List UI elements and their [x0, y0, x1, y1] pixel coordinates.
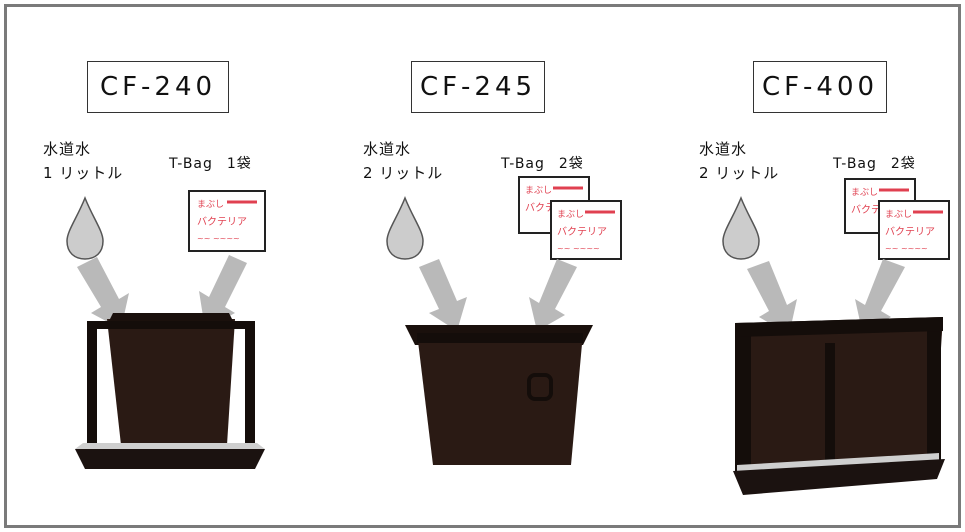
panel-cf245-illustration: まぶし バクテリア まぶし バクテリア ~~ ~~~~ [386, 176, 622, 465]
svg-text:~~ ~~~~: ~~ ~~~~ [557, 244, 600, 253]
svg-text:まぶし: まぶし [197, 199, 224, 210]
arrow-water-icon [747, 261, 797, 335]
container-cf400 [733, 317, 945, 495]
svg-text:まぶし: まぶし [525, 185, 552, 196]
arrow-tbag-icon [199, 255, 247, 329]
tbag-name: T-Bag [169, 156, 213, 172]
container-cf245 [405, 325, 593, 465]
arrow-tbag-icon [529, 259, 577, 331]
tbag-name: T-Bag [501, 156, 545, 172]
water-label: 水道水 2 リットル [699, 137, 779, 185]
tbag-icon: まぶし バクテリア ~~ ~~~~ [188, 190, 266, 252]
panel-cf240: CF-240 水道水 1 リットル T-Bag 1袋 まぶし バクテリア ~~ ~… [13, 13, 333, 521]
panel-cf400: CF-400 水道水 2 リットル T-Bag 2袋 まぶし バクテリア まぶし [647, 13, 965, 521]
tbag-icon: まぶし バクテリア ~~ ~~~~ [550, 200, 622, 260]
svg-text:バクテリア: バクテリア [557, 226, 607, 238]
container-cf240 [75, 313, 265, 469]
svg-text:まぶし: まぶし [557, 209, 584, 220]
panel-cf400-illustration: まぶし バクテリア まぶし バクテリア ~~ ~~~~ [722, 178, 950, 495]
panel-cf245: CF-245 水道水 2 リットル T-Bag 2袋 まぶし バクテリア まぶし [339, 13, 659, 521]
arrow-water-icon [77, 257, 129, 329]
svg-text:~~ ~~~~: ~~ ~~~~ [885, 244, 928, 253]
svg-text:~~ ~~~~: ~~ ~~~~ [197, 234, 240, 243]
tbag-name: T-Bag [833, 156, 877, 172]
water-volume: 2 リットル [363, 164, 444, 182]
model-label: CF-245 [411, 61, 545, 113]
tbag-label: T-Bag 2袋 [833, 153, 916, 173]
tbag-label: T-Bag 2袋 [501, 153, 584, 173]
water-text: 水道水 [43, 140, 92, 158]
water-volume: 2 リットル [699, 164, 780, 182]
water-label: 水道水 1 リットル [43, 137, 123, 185]
diagram-frame: CF-240 水道水 1 リットル T-Bag 1袋 まぶし バクテリア ~~ ~… [4, 4, 961, 528]
water-drop-icon [722, 195, 760, 260]
water-drop-icon [386, 195, 424, 260]
svg-text:まぶし: まぶし [851, 187, 878, 198]
arrow-tbag-icon [855, 259, 905, 335]
diagram-content: CF-240 水道水 1 リットル T-Bag 1袋 まぶし バクテリア ~~ ~… [13, 13, 964, 521]
tbag-label: T-Bag 1袋 [169, 153, 252, 173]
svg-text:バクテリア: バクテリア [197, 216, 247, 228]
water-volume: 1 リットル [43, 164, 124, 182]
model-label: CF-400 [753, 61, 887, 113]
tbag-count: 2袋 [890, 156, 916, 172]
water-text: 水道水 [363, 140, 412, 158]
tbag-icon: まぶし バクテリア ~~ ~~~~ [878, 200, 950, 260]
water-label: 水道水 2 リットル [363, 137, 443, 185]
svg-text:バクテリア: バクテリア [885, 226, 935, 238]
water-drop-icon [66, 195, 104, 260]
tbag-count: 2袋 [558, 156, 584, 172]
water-text: 水道水 [699, 140, 748, 158]
panel-cf240-illustration: まぶし バクテリア ~~ ~~~~ [66, 190, 266, 469]
svg-text:まぶし: まぶし [885, 209, 912, 220]
model-label: CF-240 [87, 61, 229, 113]
arrow-water-icon [419, 259, 467, 331]
tbag-count: 1袋 [226, 156, 252, 172]
